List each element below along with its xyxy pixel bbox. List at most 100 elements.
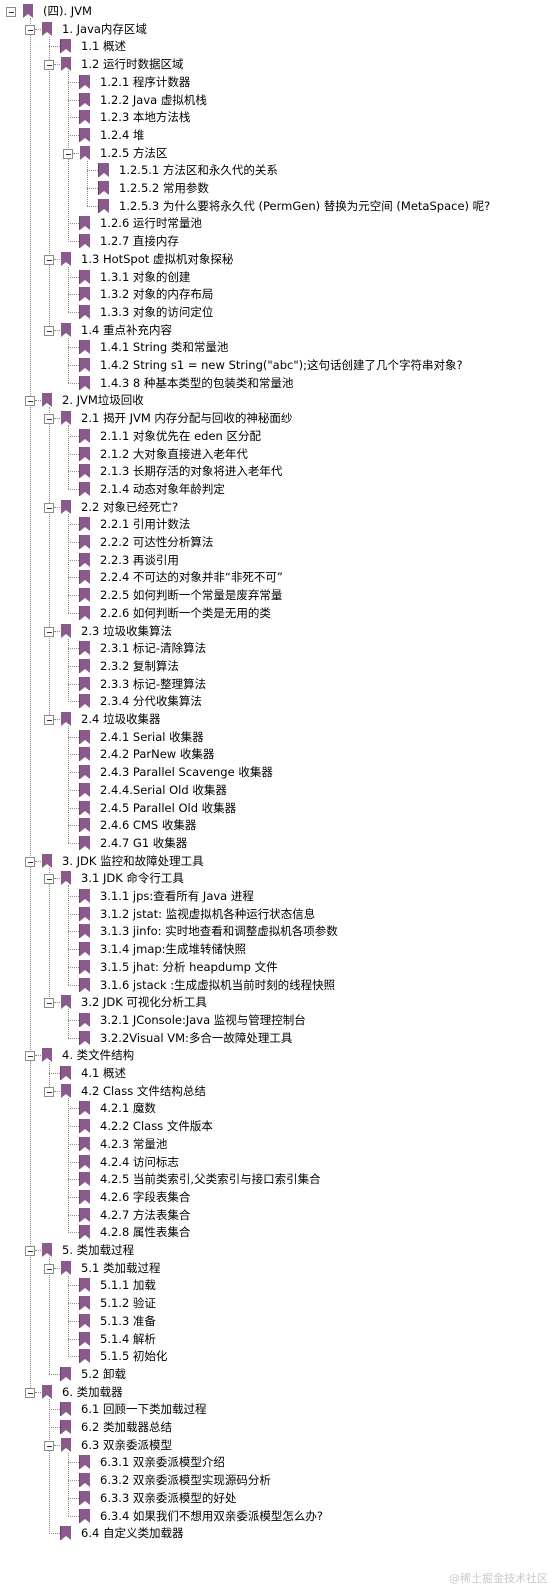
tree-item[interactable]: 2.4.7 G1 收集器 <box>0 835 556 853</box>
tree-item[interactable]: 4.1 概述 <box>0 1065 556 1083</box>
tree-item[interactable]: 4.2.5 当前类索引,父类索引与接口索引集合 <box>0 1171 556 1189</box>
tree-item[interactable]: 4. 类文件结构 <box>0 1047 556 1065</box>
tree-item[interactable]: 3.1.1 jps:查看所有 Java 进程 <box>0 888 556 906</box>
tree-item[interactable]: 1.2.2 Java 虚拟机栈 <box>0 92 556 110</box>
tree-item[interactable]: 3.2 JDK 可视化分析工具 <box>0 994 556 1012</box>
tree-item[interactable]: 2.3 垃圾收集算法 <box>0 623 556 641</box>
collapse-toggle[interactable] <box>63 148 73 159</box>
tree-item[interactable]: 6.4 自定义类加载器 <box>0 1525 556 1543</box>
tree-item[interactable]: 2.4.2 ParNew 收集器 <box>0 746 556 764</box>
collapse-toggle[interactable] <box>25 1051 35 1062</box>
tree-item[interactable]: 1.3 HotSpot 虚拟机对象探秘 <box>0 251 556 269</box>
tree-item[interactable]: 5.1 类加载过程 <box>0 1260 556 1278</box>
tree-item[interactable]: 1.3.1 对象的创建 <box>0 269 556 287</box>
collapse-toggle[interactable] <box>44 874 54 885</box>
tree-item[interactable]: 1. Java内存区域 <box>0 21 556 39</box>
tree-item[interactable]: 6.3 双亲委派模型 <box>0 1437 556 1455</box>
tree-item[interactable]: 1.2.5.1 方法区和永久代的关系 <box>0 162 556 180</box>
collapse-toggle[interactable] <box>44 60 54 71</box>
tree-item[interactable]: 1.1 概述 <box>0 38 556 56</box>
tree-item[interactable]: 1.2.5.2 常用参数 <box>0 180 556 198</box>
tree-item[interactable]: 3.2.2Visual VM:多合一故障处理工具 <box>0 1030 556 1048</box>
tree-item[interactable]: 1.2.4 堆 <box>0 127 556 145</box>
tree-item[interactable]: 2.3.2 复制算法 <box>0 658 556 676</box>
tree-item[interactable]: 2.4.5 Parallel Old 收集器 <box>0 800 556 818</box>
tree-item[interactable]: 6.3.4 如果我们不想用双亲委派模型怎么办? <box>0 1508 556 1526</box>
collapse-toggle[interactable] <box>44 502 54 513</box>
collapse-toggle[interactable] <box>44 626 54 637</box>
tree-item[interactable]: 6. 类加载器 <box>0 1384 556 1402</box>
tree-item[interactable]: 1.2.7 直接内存 <box>0 233 556 251</box>
collapse-toggle[interactable] <box>44 1440 54 1451</box>
tree-item[interactable]: 2.4.1 Serial 收集器 <box>0 729 556 747</box>
tree-item[interactable]: 2.2.1 引用计数法 <box>0 516 556 534</box>
collapse-toggle[interactable] <box>25 24 35 35</box>
tree-item[interactable]: 2.4.3 Parallel Scavenge 收集器 <box>0 764 556 782</box>
collapse-toggle[interactable] <box>25 1246 35 1256</box>
tree-item[interactable]: 2.4.4.Serial Old 收集器 <box>0 782 556 800</box>
tree-item[interactable]: 2.2.5 如何判断一个常量是废弃常量 <box>0 587 556 605</box>
tree-item[interactable]: 2.3.1 标记-清除算法 <box>0 640 556 658</box>
collapse-toggle[interactable] <box>25 856 35 867</box>
collapse-toggle[interactable] <box>25 1387 35 1398</box>
tree-item[interactable]: 6.3.2 双亲委派模型实现源码分析 <box>0 1472 556 1490</box>
tree-item[interactable]: 1.2.3 本地方法栈 <box>0 109 556 127</box>
tree-item[interactable]: 1.2.1 程序计数器 <box>0 74 556 92</box>
tree-item[interactable]: 1.3.3 对象的访问定位 <box>0 304 556 322</box>
tree-item[interactable]: 6.2 类加载器总结 <box>0 1419 556 1437</box>
tree-item[interactable]: 2.1 揭开 JVM 内存分配与回收的神秘面纱 <box>0 410 556 428</box>
tree-item[interactable]: 2.2.2 可达性分析算法 <box>0 534 556 552</box>
tree-item[interactable]: 3.1.2 jstat: 监视虚拟机各种运行状态信息 <box>0 906 556 924</box>
tree-item[interactable]: 2.1.2 大对象直接进入老年代 <box>0 446 556 464</box>
tree-item[interactable]: 1.4 重点补充内容 <box>0 322 556 340</box>
tree-item[interactable]: 2.1.4 动态对象年龄判定 <box>0 481 556 499</box>
collapse-toggle[interactable] <box>25 396 35 407</box>
tree-item[interactable]: 3.2.1 JConsole:Java 监视与管理控制台 <box>0 1012 556 1030</box>
tree-item[interactable]: 2.3.3 标记-整理算法 <box>0 676 556 694</box>
collapse-toggle[interactable] <box>44 414 54 425</box>
tree-item[interactable]: 2.1.3 长期存活的对象将进入老年代 <box>0 463 556 481</box>
tree-item[interactable]: 5.2 卸载 <box>0 1366 556 1384</box>
tree-item[interactable]: 2.4 垃圾收集器 <box>0 711 556 729</box>
collapse-toggle[interactable] <box>44 1263 54 1274</box>
tree-item[interactable]: 3.1.4 jmap:生成堆转储快照 <box>0 941 556 959</box>
tree-item[interactable]: 1.4.2 String s1 = new String("abc");这句话创… <box>0 357 556 375</box>
tree-item[interactable]: 4.2.1 魔数 <box>0 1100 556 1118</box>
tree-item[interactable]: 2.2.6 如何判断一个类是无用的类 <box>0 605 556 623</box>
collapse-toggle[interactable] <box>44 998 54 1009</box>
tree-item[interactable]: 5. 类加载过程 <box>0 1242 556 1260</box>
tree-item[interactable]: 2.2 对象已经死亡? <box>0 499 556 517</box>
tree-item[interactable]: 1.3.2 对象的内存布局 <box>0 286 556 304</box>
collapse-toggle[interactable] <box>44 1086 54 1097</box>
collapse-toggle[interactable] <box>44 325 54 336</box>
tree-item[interactable]: 5.1.1 加载 <box>0 1277 556 1295</box>
collapse-toggle[interactable] <box>6 7 16 17</box>
collapse-toggle[interactable] <box>44 254 54 265</box>
tree-item[interactable]: 3. JDK 监控和故障处理工具 <box>0 853 556 871</box>
tree-item[interactable]: 2.3.4 分代收集算法 <box>0 693 556 711</box>
tree-item[interactable]: (四). JVM <box>0 3 556 21</box>
tree-item[interactable]: 4.2.6 字段表集合 <box>0 1189 556 1207</box>
tree-item[interactable]: 5.1.5 初始化 <box>0 1348 556 1366</box>
tree-item[interactable]: 6.3.3 双亲委派模型的好处 <box>0 1490 556 1508</box>
tree-item[interactable]: 5.1.4 解析 <box>0 1331 556 1349</box>
tree-item[interactable]: 4.2.8 属性表集合 <box>0 1224 556 1242</box>
tree-item[interactable]: 2. JVM垃圾回收 <box>0 392 556 410</box>
tree-item[interactable]: 5.1.3 准备 <box>0 1313 556 1331</box>
tree-item[interactable]: 2.2.4 不可达的对象并非“非死不可” <box>0 569 556 587</box>
tree-item[interactable]: 2.2.3 再谈引用 <box>0 552 556 570</box>
tree-item[interactable]: 2.4.6 CMS 收集器 <box>0 817 556 835</box>
tree-item[interactable]: 6.3.1 双亲委派模型介绍 <box>0 1454 556 1472</box>
tree-item[interactable]: 3.1 JDK 命令行工具 <box>0 870 556 888</box>
tree-item[interactable]: 3.1.6 jstack :生成虚拟机当前时刻的线程快照 <box>0 977 556 995</box>
tree-item[interactable]: 3.1.5 jhat: 分析 heapdump 文件 <box>0 959 556 977</box>
tree-item[interactable]: 4.2.7 方法表集合 <box>0 1207 556 1225</box>
tree-item[interactable]: 1.4.3 8 种基本类型的包装类和常量池 <box>0 375 556 393</box>
tree-item[interactable]: 4.2 Class 文件结构总结 <box>0 1083 556 1101</box>
tree-item[interactable]: 1.2.5.3 为什么要将永久代 (PermGen) 替换为元空间 (MetaS… <box>0 198 556 216</box>
tree-item[interactable]: 5.1.2 验证 <box>0 1295 556 1313</box>
tree-item[interactable]: 1.2 运行时数据区域 <box>0 56 556 74</box>
tree-item[interactable]: 1.2.6 运行时常量池 <box>0 215 556 233</box>
tree-item[interactable]: 1.2.5 方法区 <box>0 145 556 163</box>
tree-item[interactable]: 6.1 回顾一下类加载过程 <box>0 1401 556 1419</box>
